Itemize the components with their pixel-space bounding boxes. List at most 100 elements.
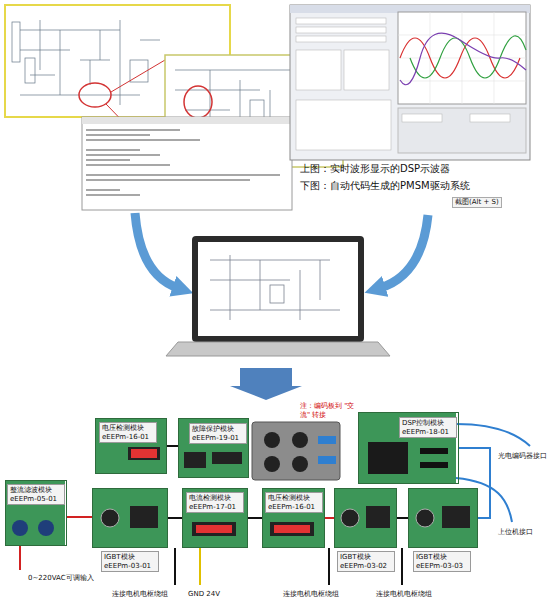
title-bar [82, 117, 292, 124]
annotation: 光电编码器接口 [498, 452, 547, 461]
display [270, 522, 314, 536]
igbt-chip [366, 506, 390, 528]
laptop-screen [192, 236, 364, 342]
annotation: 上位机接口 [498, 528, 533, 537]
display [128, 447, 160, 460]
igbt-chip [130, 506, 158, 528]
field [296, 50, 341, 90]
field [296, 27, 386, 33]
board [358, 412, 456, 484]
module-board: 整流滤波模块 eEEPm-05-01 [5, 480, 67, 546]
capacitor [12, 520, 28, 536]
connector [264, 456, 280, 472]
laptop-base [166, 342, 390, 356]
grid [398, 12, 526, 104]
flow-arrow [380, 215, 428, 288]
module-label: DSP控制模块 eEEPm-18-01 [399, 417, 457, 438]
encoder-adapter [252, 422, 340, 480]
module-board: DSP控制模块 eEEPm-18-01 [358, 412, 459, 484]
field [296, 18, 386, 24]
host-cable [456, 478, 512, 522]
module-label: 整流滤波模块 eEEPm-05-01 [7, 484, 65, 505]
screen-schematic [210, 255, 340, 320]
igbt-chip [442, 506, 470, 528]
oscilloscope-window [290, 5, 530, 160]
field [470, 114, 510, 122]
annotation: GND 24V [188, 590, 220, 599]
display-digits [274, 525, 310, 533]
schematic-connector [12, 22, 20, 62]
annotation: 连接电机电枢绕组 [112, 590, 168, 599]
display-digits [131, 449, 157, 458]
motor-wire [328, 548, 330, 585]
waveform [400, 33, 526, 85]
connector [292, 456, 308, 472]
field [296, 100, 391, 150]
laptop-display [198, 242, 358, 336]
console-window [82, 117, 292, 210]
capacitor [38, 520, 54, 536]
download-arrow [230, 368, 302, 400]
module-label: 电流检测模块 eEEPm-17-01 [186, 492, 244, 513]
module-board: IGBT模块 eEEPm-03-01 [92, 488, 168, 548]
chip [184, 452, 206, 468]
wire-connector [325, 517, 334, 519]
board [408, 488, 478, 548]
control-panel [398, 108, 526, 153]
module-board: 故障保护模块 eEEPm-19-01 [178, 418, 249, 478]
connector [292, 432, 308, 448]
console-lines [86, 130, 280, 195]
module-label: IGBT模块 eEEPm-03-03 [413, 551, 471, 572]
board [262, 488, 324, 548]
pin-header [420, 448, 448, 454]
power-wire [199, 548, 201, 585]
module-board: 电流检测模块 eEEPm-17-01 [182, 488, 248, 548]
module-board: IGBT模块 eEEPm-03-02 [334, 488, 397, 548]
connector [264, 432, 280, 448]
knob [416, 509, 434, 527]
module-board: 电压检测模块 eEEPm-16-01 [95, 418, 167, 474]
wire-connector [248, 517, 262, 519]
module-board: 电压检测模块 eEEPm-16-01 [262, 488, 325, 548]
wire-connector [397, 517, 408, 519]
input-fields [296, 18, 391, 150]
pin-header [420, 462, 448, 468]
module-label: IGBT模块 eEEPm-03-02 [337, 551, 395, 572]
waveform [410, 36, 526, 78]
wire-connector [459, 448, 490, 518]
module-label: 电压检测模块 eEEPm-16-01 [265, 492, 323, 513]
input-wire [19, 546, 21, 570]
dsp-chip [368, 442, 408, 474]
wire-connector [67, 516, 92, 518]
wire-connector [168, 517, 182, 519]
board [182, 488, 248, 548]
zoom-oval [79, 83, 111, 107]
schematic-wires [20, 20, 160, 105]
knob [101, 509, 119, 527]
annotation: 0~220VAC可调输入 [28, 574, 94, 583]
module-label: IGBT模块 eEEPm-03-01 [101, 551, 159, 572]
annotation: 注：编码板到 "交流" 转接 [300, 402, 356, 420]
annotation: 上图：实时波形显示的DSP示波器 [300, 163, 450, 176]
wire-connector [167, 445, 178, 447]
field [402, 114, 442, 122]
board [92, 488, 168, 548]
board [95, 418, 167, 474]
board [334, 488, 396, 548]
motor-wire [401, 548, 403, 585]
module-board: IGBT模块 eEEPm-03-03 [408, 488, 478, 548]
blue-tag [318, 456, 336, 464]
encoder-cable [456, 424, 530, 446]
blue-tag [318, 436, 336, 444]
annotation: 下图：自动代码生成的PMSM驱动系统 [300, 180, 470, 193]
field [344, 50, 389, 90]
schematic-part [25, 58, 35, 83]
field [296, 36, 386, 42]
annotation: 连接电机电枢绕组 [376, 590, 432, 599]
plot-area [398, 12, 526, 104]
display [212, 452, 242, 464]
flow-arrow [135, 213, 178, 288]
knob [341, 509, 359, 527]
zoom-oval [184, 86, 212, 118]
